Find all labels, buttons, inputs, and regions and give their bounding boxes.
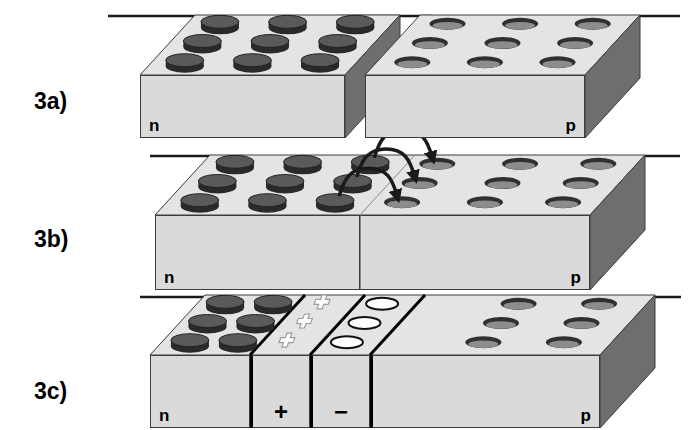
electron-disc [206, 295, 244, 314]
electron-disc [254, 295, 292, 314]
hole-recess [501, 298, 537, 310]
electron-disc [171, 334, 209, 353]
hole-recess [485, 177, 521, 189]
region-letter: n [149, 117, 159, 134]
region-letter: n [164, 269, 174, 286]
hole-recess [467, 56, 503, 68]
slab-side-face [600, 295, 655, 428]
wire [655, 296, 681, 299]
electron-disc [219, 334, 257, 353]
electron-disc [316, 194, 354, 213]
region-letter: p [581, 407, 591, 424]
hole-recess [467, 196, 503, 208]
diffusion-arrow [339, 168, 398, 199]
carriers [166, 15, 617, 352]
electron-disc [266, 175, 304, 194]
positive-ion [313, 295, 332, 309]
electron-disc [233, 54, 271, 73]
slab-side-face [590, 155, 645, 290]
electron-disc [319, 35, 357, 54]
hole-recess [575, 18, 611, 30]
hole-recess [430, 18, 466, 30]
slab-faces [140, 15, 655, 428]
semiconductor-region: p [360, 215, 590, 290]
electron-disc [181, 194, 219, 213]
wire [150, 155, 212, 158]
wire-group [108, 16, 681, 297]
diffusion-arrows [339, 130, 433, 199]
electron-disc [237, 315, 275, 334]
semiconductor-region: p [370, 355, 600, 428]
wire [645, 155, 680, 158]
electron-disc [301, 54, 339, 73]
hole-recess [581, 298, 617, 310]
electron-disc [248, 194, 286, 213]
hole-recess [546, 336, 582, 348]
hole-recess [419, 158, 455, 170]
semiconductor-region: n [140, 75, 345, 138]
region-letter: n [159, 407, 169, 424]
electron-disc [201, 15, 239, 34]
hole-recess [563, 177, 599, 189]
figure-part-label: 3b) [34, 228, 69, 251]
electron-disc [269, 15, 307, 34]
region-letter: + [274, 400, 288, 424]
hole-recess [580, 158, 616, 170]
wire [108, 15, 195, 18]
hole-recess [384, 196, 420, 208]
semiconductor-region: p [365, 75, 585, 138]
figure-part-label: 3c) [34, 380, 67, 403]
positive-ion [295, 314, 314, 328]
region-letter: − [334, 400, 348, 424]
hole-recess [465, 336, 501, 348]
region-letter: p [566, 117, 576, 134]
electron-disc [166, 54, 204, 73]
semiconductor-region: − [310, 355, 370, 428]
hole-recess [540, 56, 576, 68]
hole-recess [502, 158, 538, 170]
electron-disc [336, 15, 374, 34]
hole-recess [485, 37, 521, 49]
hole-recess [402, 177, 438, 189]
region-letter: p [571, 269, 581, 286]
hole-recess [412, 37, 448, 49]
electron-disc [189, 315, 227, 334]
semiconductor-region: n [155, 215, 360, 290]
hole-recess [545, 196, 581, 208]
electron-disc [251, 35, 289, 54]
semiconductor-region: n [150, 355, 250, 428]
electron-disc [183, 35, 221, 54]
slab-side-face [585, 15, 640, 138]
hole-recess [394, 56, 430, 68]
slab-top-face [150, 295, 655, 355]
electron-disc [216, 155, 254, 174]
electron-disc [198, 175, 236, 194]
positive-ion [277, 333, 296, 347]
semiconductor-region: + [250, 355, 310, 428]
hole-recess [564, 317, 600, 329]
hole-recess [502, 18, 538, 30]
hole-recess [483, 317, 519, 329]
slab-top-face [155, 155, 645, 215]
hole-recess [557, 37, 593, 49]
negative-ion [349, 317, 381, 329]
wire [640, 15, 680, 18]
figure-part-label: 3a) [34, 90, 67, 113]
negative-ion [331, 336, 363, 348]
wire [140, 296, 207, 299]
negative-ion [366, 298, 398, 310]
electron-disc [284, 155, 322, 174]
